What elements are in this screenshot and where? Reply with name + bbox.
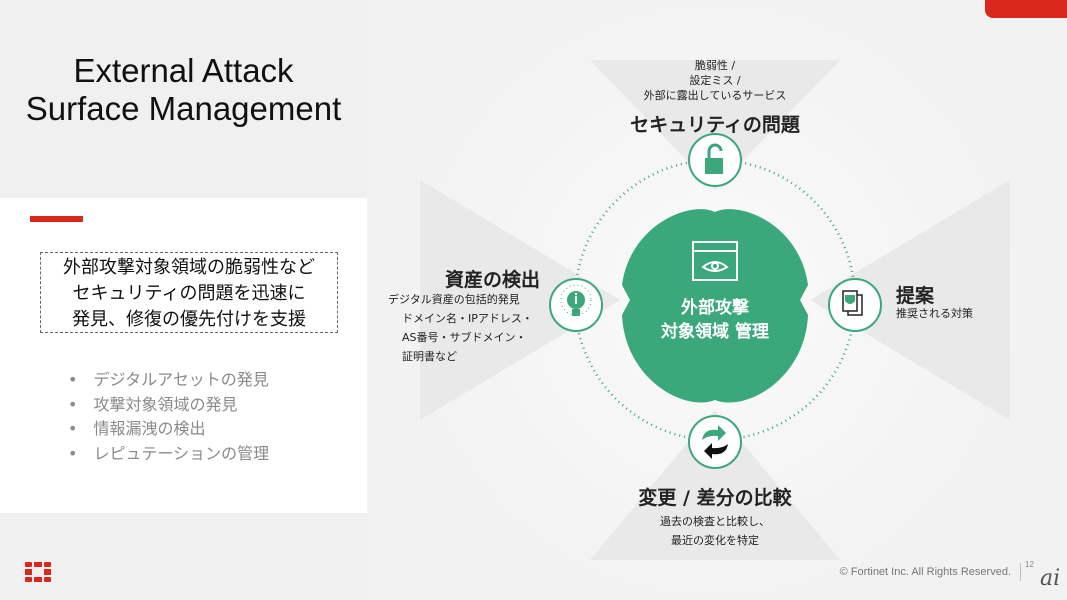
text-line: AS番号・サブドメイン・ [402, 331, 527, 344]
center-blob [622, 209, 808, 403]
watermark: ai [1040, 566, 1061, 591]
background-arrows [420, 60, 1010, 560]
change-node [688, 415, 742, 469]
change-desc: 過去の検査と比較し、最近の変化を特定 [600, 512, 830, 550]
proposal-desc: 推奨される対策 [896, 307, 973, 320]
text-line: ドメイン名・IPアドレス・ [402, 312, 533, 325]
bullet-item: レピュテーションの管理 [68, 442, 269, 467]
asset-desc: デジタル資産の包括的発見ドメイン名・IPアドレス・ AS番号・サブドメイン・証明書… [388, 290, 533, 366]
refresh-arrows-icon [702, 425, 728, 459]
fortinet-logo-icon [25, 562, 51, 582]
asset-title: 資産の検出 [444, 269, 540, 291]
text-line: 脆弱性 / [694, 59, 736, 72]
security-title: セキュリティの問題 [630, 114, 800, 136]
lead-line: 発見、修復の優先付けを支援 [72, 309, 306, 330]
security-subtext: 脆弱性 / 設定ミス / 外部に露出しているサービス [615, 58, 815, 103]
bullet-item: 情報漏洩の検出 [68, 417, 269, 442]
accent-bar [30, 216, 83, 222]
lead-line: 外部攻撃対象領域の脆弱性など [63, 257, 315, 278]
text-line: 証明書など [402, 350, 457, 363]
text-line: 過去の検査と比較し、 [660, 515, 770, 528]
proposal-title: 提案 [896, 285, 935, 307]
bullet-list: デジタルアセットの発見 攻撃対象領域の発見 情報漏洩の検出 レピュテーションの管… [68, 368, 269, 466]
monitor-eye-icon [692, 241, 738, 281]
text-line: 外部に露出しているサービス [643, 89, 787, 102]
document-shield-icon [842, 290, 863, 316]
title-line: Surface Management [25, 90, 342, 127]
lead-text-box: 外部攻撃対象領域の脆弱性などセキュリティの問題を迅速に発見、修復の優先付けを支援 [40, 252, 338, 333]
text-line: 最近の変化を特定 [671, 534, 759, 547]
text-line: デジタル資産の包括的発見 [388, 293, 520, 306]
unlock-icon [705, 143, 723, 174]
center-label: 外部攻撃対象領域 管理 [622, 296, 808, 344]
change-title: 変更 / 差分の比較 [638, 487, 792, 509]
copyright: © Fortinet Inc. All Rights Reserved. [839, 566, 1011, 578]
bullet-item: デジタルアセットの発見 [68, 368, 269, 393]
text-line: 設定ミス / [689, 74, 741, 87]
text-line: 外部攻撃 [681, 298, 749, 318]
footer-divider [1020, 563, 1021, 581]
lightbulb-icon [560, 284, 592, 316]
title-line: External Attack [73, 52, 294, 89]
page-number: 12 [1025, 560, 1034, 569]
text-line: 対象領域 管理 [661, 322, 769, 342]
top-accent-bar [985, 0, 1067, 18]
lead-line: セキュリティの問題を迅速に [72, 283, 306, 304]
bullet-item: 攻撃対象領域の発見 [68, 393, 269, 418]
